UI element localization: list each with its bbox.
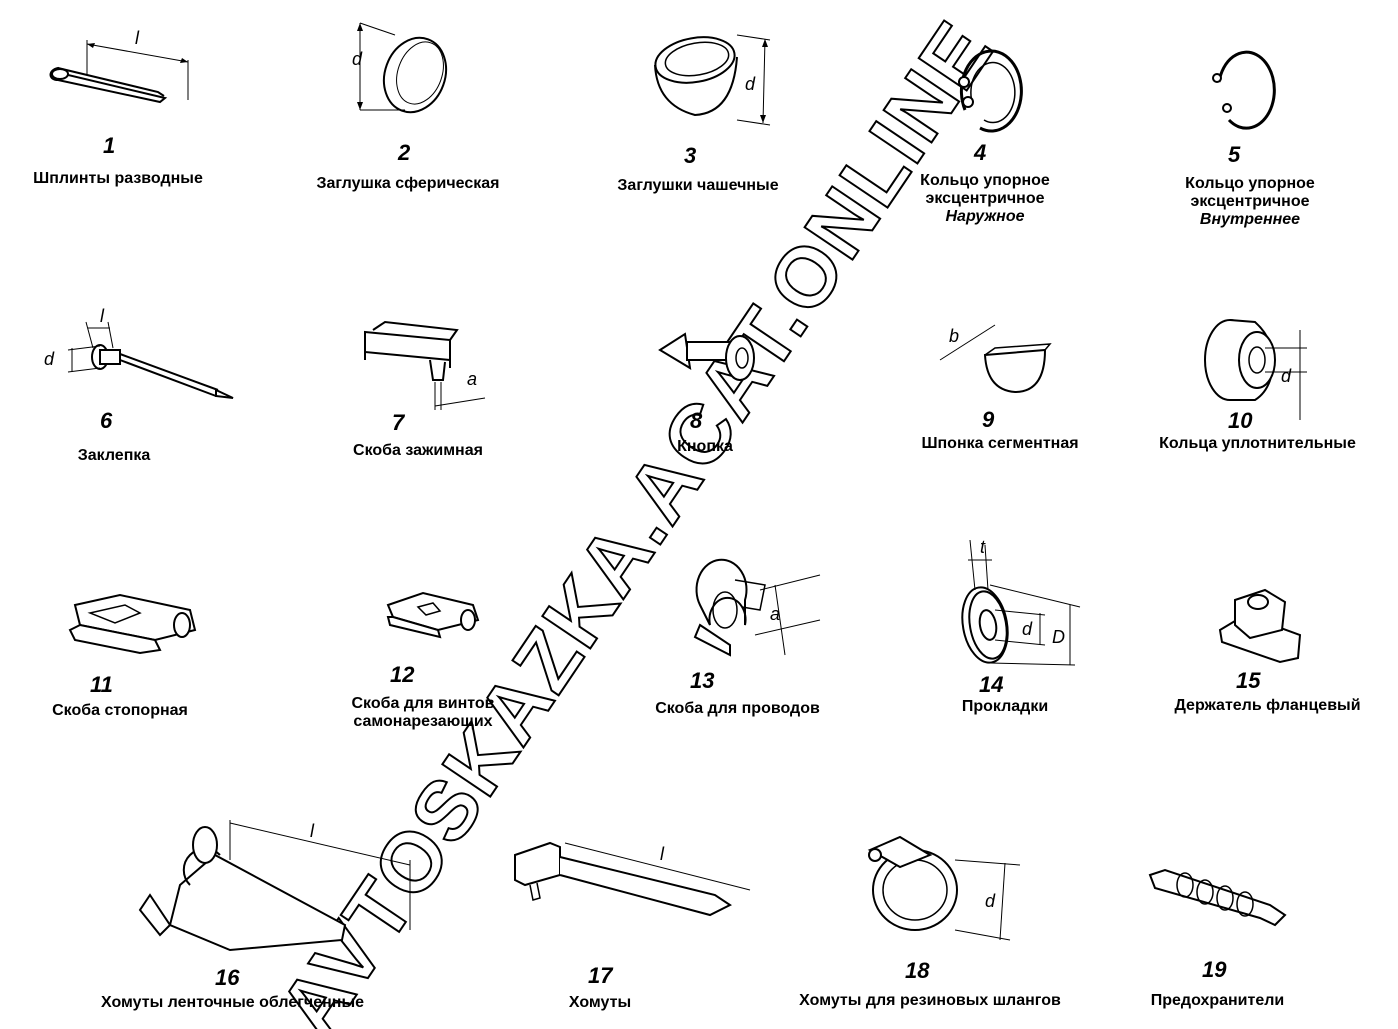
caption-line: Прокладки bbox=[961, 698, 1049, 715]
caption-line: Скоба для проводов bbox=[655, 700, 820, 717]
item-number: 19 bbox=[1202, 957, 1227, 982]
dim-l-label: l bbox=[100, 306, 105, 326]
caption-line: эксцентричное bbox=[925, 190, 1045, 207]
item-number: 8 bbox=[690, 408, 703, 433]
item-number: 7 bbox=[392, 410, 405, 435]
caption-note: Внутреннее bbox=[1199, 211, 1301, 228]
hose-clamp-drawing: d bbox=[860, 825, 1025, 950]
dim-a-label: a bbox=[467, 369, 477, 389]
item-caption: Шпонка сегментная bbox=[900, 435, 1100, 453]
dim-b-label: b bbox=[949, 326, 959, 346]
item-caption: Заглушка сферическая bbox=[298, 175, 518, 193]
caption-line: самонарезающих bbox=[353, 713, 493, 730]
caption-line: Кнопка bbox=[677, 438, 733, 455]
item-number: 5 bbox=[1228, 142, 1241, 167]
caption-line: Шплинты разводные bbox=[33, 170, 203, 187]
item-number: 1 bbox=[103, 133, 116, 158]
caption-line: Кольца уплотнительные bbox=[1159, 435, 1356, 452]
item-caption: Шплинты разводные bbox=[18, 170, 218, 188]
item-caption: Скоба стопорная bbox=[30, 702, 210, 720]
sealing-ring-drawing: d bbox=[1195, 310, 1325, 425]
item-caption: Кольцо упорное эксцентричное Наружное bbox=[890, 172, 1080, 226]
item-number: 6 bbox=[100, 408, 113, 433]
flange-holder-drawing bbox=[1210, 580, 1310, 665]
caption-line: Скоба стопорная bbox=[52, 702, 188, 719]
item-number: 2 bbox=[398, 140, 411, 165]
item-caption: Заглушки чашечные bbox=[598, 177, 798, 195]
segment-key-drawing: b bbox=[935, 320, 1065, 400]
clamping-bracket-drawing: a bbox=[355, 320, 495, 415]
dim-l-label: l bbox=[135, 28, 140, 48]
dim-d-label: d bbox=[985, 891, 996, 911]
caption-line: Кольцо упорное bbox=[920, 172, 1050, 189]
item-number: 14 bbox=[979, 672, 1004, 697]
caption-line: Заглушка сферическая bbox=[316, 175, 500, 192]
item-number: 3 bbox=[684, 143, 697, 168]
dim-d-label: d bbox=[44, 349, 55, 369]
internal-ring-drawing bbox=[1205, 42, 1275, 132]
item-number: 15 bbox=[1236, 668, 1261, 693]
item-caption: Хомуты для резиновых шлангов bbox=[770, 992, 1090, 1010]
dim-d-label: d bbox=[352, 49, 363, 69]
caption-note: Наружное bbox=[945, 208, 1025, 225]
item-number: 16 bbox=[215, 965, 240, 990]
dim-d-label: d bbox=[745, 74, 756, 94]
item-caption: Кольца уплотнительные bbox=[1140, 435, 1375, 453]
self-tapping-bracket-drawing bbox=[378, 585, 498, 645]
item-number: 10 bbox=[1228, 408, 1253, 433]
retaining-bracket-drawing bbox=[60, 585, 205, 655]
item-number: 4 bbox=[974, 140, 987, 165]
item-caption: Скоба зажимная bbox=[328, 442, 508, 460]
gasket-drawing: t d D bbox=[930, 537, 1090, 675]
item-number: 13 bbox=[690, 668, 715, 693]
cable-tie-drawing: l bbox=[505, 835, 755, 925]
item-number: 11 bbox=[90, 672, 113, 697]
item-number: 9 bbox=[982, 407, 995, 432]
cup-plug-drawing: d bbox=[645, 15, 775, 140]
spherical-plug-drawing: d bbox=[352, 15, 460, 115]
item-caption: Кольцо упорное эксцентричное Внутреннее bbox=[1150, 175, 1350, 229]
caption-line: Заклепка bbox=[77, 447, 151, 464]
caption-line: эксцентричное bbox=[1190, 193, 1310, 210]
item-caption: Держатель фланцевый bbox=[1150, 697, 1385, 715]
wire-bracket-drawing: a bbox=[670, 565, 830, 680]
dim-t-label: t bbox=[980, 537, 986, 557]
button-fastener-drawing bbox=[655, 320, 765, 395]
item-number: 18 bbox=[905, 958, 930, 983]
item-caption: Хомуты bbox=[550, 994, 650, 1012]
caption-line: Скоба для винтов bbox=[351, 695, 495, 712]
item-number: 12 bbox=[390, 662, 415, 687]
external-ring-drawing bbox=[950, 40, 1030, 140]
caption-line: Хомуты bbox=[568, 994, 632, 1011]
cotter-pin-drawing: l bbox=[40, 28, 200, 120]
item-caption: Кнопка bbox=[650, 438, 760, 456]
item-caption: Скоба для винтов самонарезающих bbox=[328, 695, 518, 731]
caption-line: Скоба зажимная bbox=[353, 442, 483, 459]
item-caption: Заклепка bbox=[44, 447, 184, 465]
dim-a-label: a bbox=[770, 604, 780, 624]
dim-l-label: l bbox=[660, 844, 665, 864]
fuse-drawing bbox=[1140, 860, 1290, 930]
caption-line: Предохранители bbox=[1150, 992, 1285, 1009]
caption-line: Держатель фланцевый bbox=[1174, 697, 1361, 714]
caption-line: Заглушки чашечные bbox=[617, 177, 779, 194]
dim-D-label: D bbox=[1052, 627, 1065, 647]
item-caption: Хомуты ленточные облегченные bbox=[70, 994, 395, 1012]
caption-line: Кольцо упорное bbox=[1185, 175, 1315, 192]
item-caption: Прокладки bbox=[935, 698, 1075, 716]
dim-d-label: d bbox=[1281, 366, 1292, 386]
dim-d-label: d bbox=[1022, 619, 1033, 639]
item-caption: Скоба для проводов bbox=[630, 700, 845, 718]
caption-line: Хомуты ленточные облегченные bbox=[100, 994, 364, 1011]
rivet-drawing: d l bbox=[44, 306, 243, 410]
caption-line: Хомуты для резиновых шлангов bbox=[799, 992, 1061, 1009]
item-caption: Предохранители bbox=[1135, 992, 1300, 1010]
item-number: 17 bbox=[588, 963, 613, 988]
dim-l-label: l bbox=[310, 821, 315, 841]
caption-line: Шпонка сегментная bbox=[921, 435, 1079, 452]
band-clamp-drawing: l bbox=[130, 815, 415, 965]
